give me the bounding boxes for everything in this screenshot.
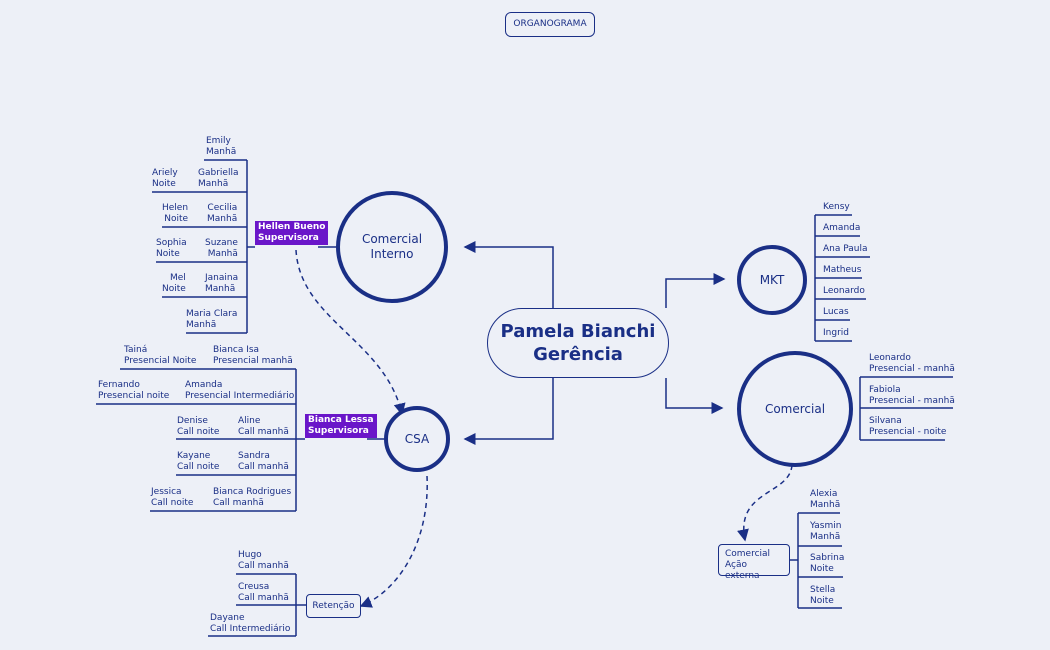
supervisor-bianca-lessa: Bianca Lessa Supervisora: [305, 414, 377, 438]
member-label: Amanda: [823, 223, 861, 233]
node-retencao[interactable]: Retenção: [306, 594, 361, 618]
center-role: Gerência: [533, 344, 623, 365]
member-label: Matheus: [823, 265, 862, 275]
node-csa[interactable]: CSA: [384, 406, 450, 472]
node-acao-externa[interactable]: Comercial Ação externa: [718, 544, 790, 581]
member-label: Lucas: [823, 307, 849, 317]
node-comercial-interno[interactable]: Comercial Interno: [336, 191, 448, 303]
page-title: ORGANOGRAMA: [505, 12, 595, 37]
member-label: Ana Paula: [823, 244, 868, 254]
member-label: Kensy: [823, 202, 850, 212]
member-label: Leonardo: [823, 286, 865, 296]
center-name: Pamela Bianchi: [500, 321, 656, 342]
center-node[interactable]: Pamela Bianchi Gerência: [487, 308, 669, 378]
node-comercial[interactable]: Comercial: [737, 351, 853, 467]
member-label: Ingrid: [823, 328, 849, 338]
supervisor-hellen-bueno: Hellen Bueno Supervisora: [255, 221, 329, 245]
node-mkt[interactable]: MKT: [737, 245, 807, 315]
